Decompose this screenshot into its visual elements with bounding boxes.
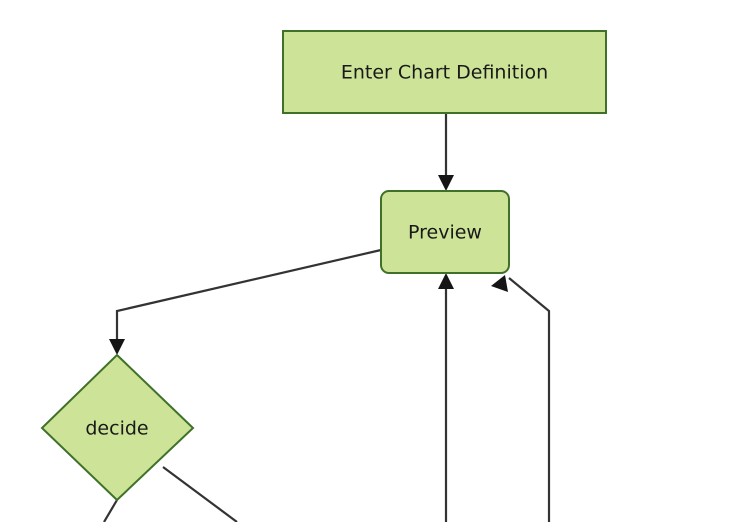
node-preview[interactable]: Preview: [380, 190, 510, 274]
arrowhead-icon: [491, 275, 508, 292]
node-label: decide: [85, 418, 148, 440]
node-enter-chart-definition[interactable]: Enter Chart Definition: [282, 30, 607, 114]
edge-bottom-to-preview-center: [438, 273, 454, 522]
edge-line: [115, 248, 382, 345]
node-label: Preview: [408, 222, 482, 244]
node-layer: Enter Chart Definition Preview decide: [40, 30, 607, 502]
edge-line: [508, 277, 551, 522]
edge-decide-out-left: [103, 499, 118, 522]
arrowhead-icon: [438, 175, 454, 191]
edge-line: [162, 466, 238, 522]
node-decide[interactable]: decide: [40, 353, 195, 502]
edge-preview-to-decide: [109, 248, 382, 355]
edge-enter-to-preview: [438, 113, 454, 191]
edge-line: [103, 499, 118, 522]
edge-decide-out-right: [162, 466, 238, 522]
node-label: Enter Chart Definition: [341, 62, 548, 84]
node-rounded-rectangle[interactable]: [380, 190, 510, 274]
edge-bottom-to-preview-right: [491, 275, 551, 522]
edge-layer: [103, 113, 551, 522]
node-diamond[interactable]: [40, 353, 195, 502]
node-rectangle[interactable]: [282, 30, 607, 114]
arrowhead-icon: [109, 339, 125, 355]
arrowhead-icon: [438, 273, 454, 289]
